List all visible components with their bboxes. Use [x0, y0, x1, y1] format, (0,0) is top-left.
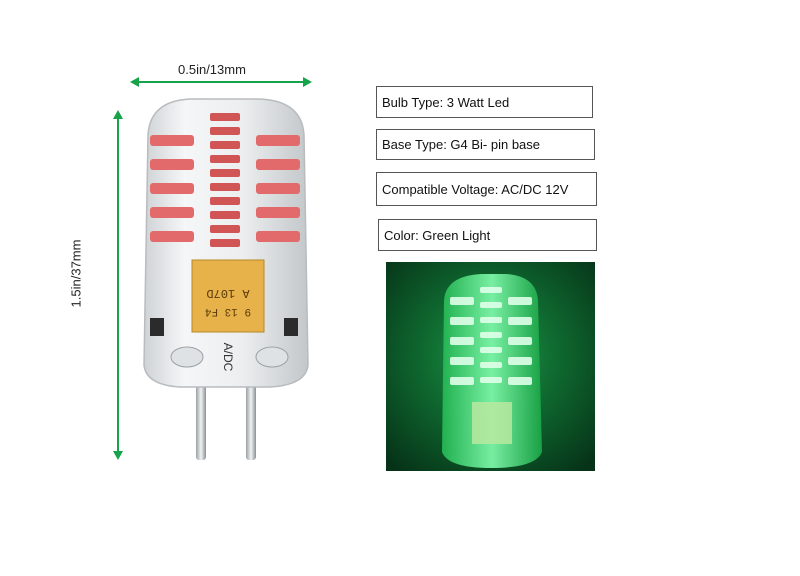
- diode-left: [150, 318, 164, 336]
- capacitor: [191, 259, 265, 333]
- width-arrow: [130, 77, 312, 87]
- capacitor-marking-1: A 107D: [206, 286, 249, 300]
- left-pin: [196, 365, 206, 460]
- capacitor-marking-2: 9 13 F4: [205, 305, 252, 317]
- spec-voltage: Compatible Voltage: AC/DC 12V: [376, 172, 597, 206]
- diode-right: [284, 318, 298, 336]
- bulb-product-image: A 107D 9 13 F4 A/DC: [143, 98, 309, 460]
- height-dimension-label: 1.5in/37mm: [68, 239, 84, 308]
- led-strip-left: [150, 135, 194, 242]
- right-pin: [246, 365, 256, 460]
- led-center-column: [210, 113, 240, 247]
- bulb-side-text: A/DC: [221, 343, 235, 372]
- left-pin-collar: [170, 346, 204, 368]
- spec-bulb-type: Bulb Type: 3 Watt Led: [376, 86, 593, 118]
- led-strip-right: [256, 135, 300, 242]
- spec-base-type: Base Type: G4 Bi- pin base: [376, 129, 595, 160]
- height-arrow: [113, 110, 123, 460]
- width-dimension-label: 0.5in/13mm: [178, 62, 246, 77]
- green-bulb-photo: [386, 262, 595, 471]
- right-pin-collar: [255, 346, 289, 368]
- spec-color: Color: Green Light: [378, 219, 597, 251]
